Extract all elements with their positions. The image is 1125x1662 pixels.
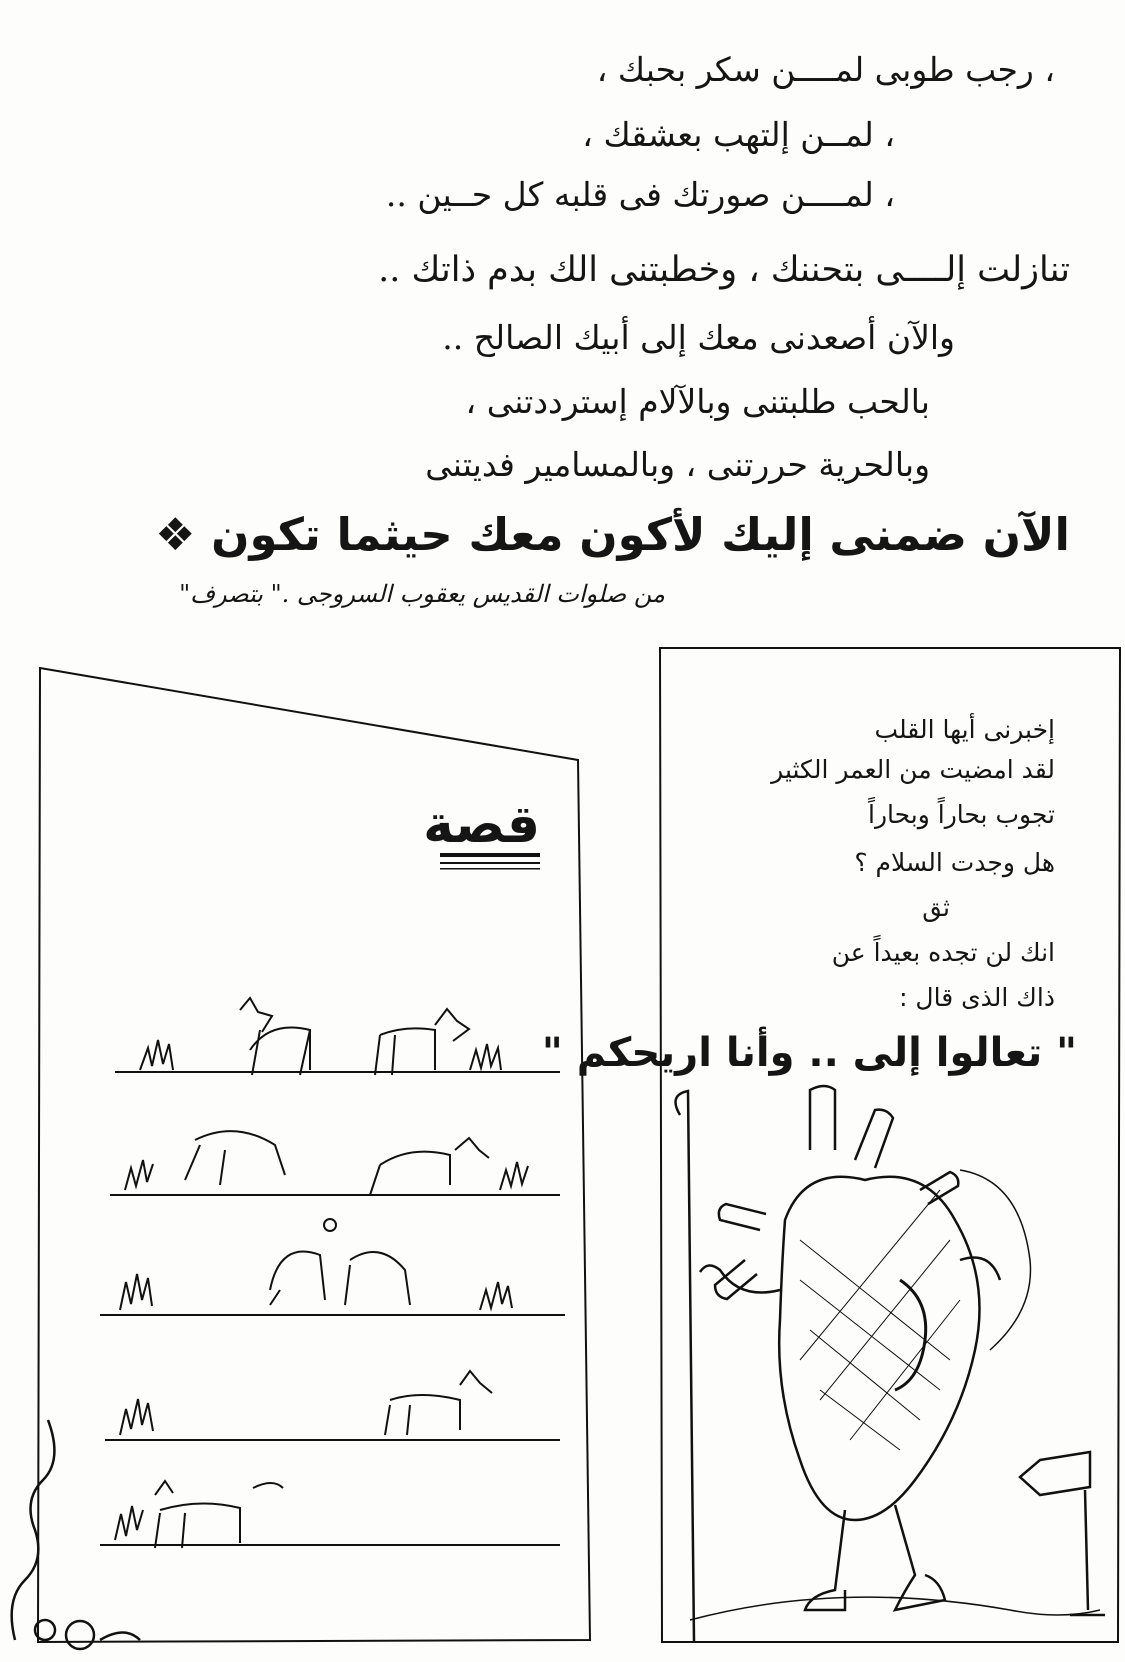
poem-attribution: من صلوات القديس يعقوب السروجى ." بتصرف"	[179, 580, 665, 608]
story-title-underline	[440, 853, 540, 870]
heart-panel-quote: " تعالوا إلى .. وأنا اريحكم "	[541, 1030, 1077, 1076]
story-panel-title: قصة	[423, 795, 540, 855]
poem-line-2: ، لمــن إلتهب بعشقك ،	[582, 115, 895, 154]
story-panel-frame	[36, 666, 592, 1644]
poem-line-3: ، لمــــن صورتك فى قلبه كل حــين ..	[385, 175, 895, 214]
heart-panel-line-3: تجوب بحاراً وبحاراً	[868, 800, 1055, 829]
heart-panel-line-6: انك لن تجده بعيداً عن	[831, 938, 1055, 967]
poem-line-7: وبالحرية حررتنى ، وبالمسامير فديتنى	[425, 445, 930, 484]
decorative-scroll-ornament	[10, 1419, 141, 1651]
poem-line-5: والآن أصعدنى معك إلى أبيك الصالح ..	[442, 318, 955, 357]
heart-panel-line-4: هل وجدت السلام ؟	[854, 848, 1055, 877]
heart-panel-frame	[658, 647, 1122, 1643]
heart-panel-line-7: ذاك الذى قال :	[899, 983, 1055, 1012]
donkey-story-scenes	[100, 996, 565, 1549]
poem-line-4: تنازلت إلــــى بتحننك ، وخطبتنى الك بدم …	[378, 250, 1070, 290]
heart-panel-line-5: ثق	[922, 893, 950, 922]
heart-character-drawing	[674, 1084, 1105, 1642]
poem-closing-line: الآن ضمنى إليك لأكون معك حيثما تكون ❖	[155, 508, 1070, 561]
heart-panel-line-1: إخبرنى أيها القلب	[874, 715, 1055, 744]
heart-panel-line-2: لقد امضيت من العمر الكثير	[771, 755, 1055, 784]
poem-line-1: ، رجب طوبى لمــــن سكر بحبك ،	[596, 50, 1055, 89]
poem-line-6: بالحب طلبتنى وبالآلام إسترددتنى ،	[465, 382, 930, 421]
